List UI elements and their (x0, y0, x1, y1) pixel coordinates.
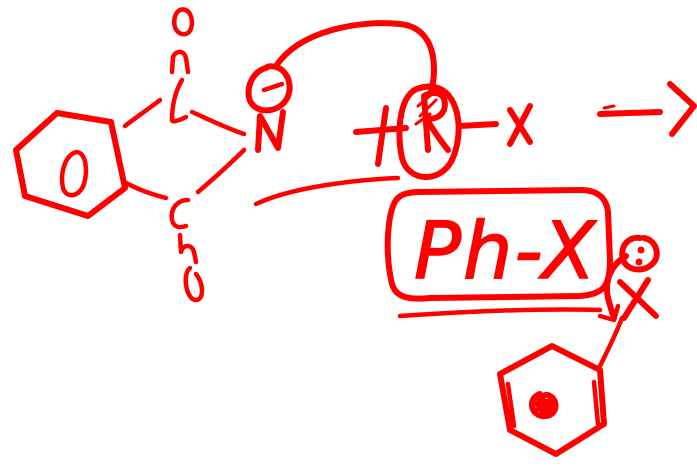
upper-oxygen (172, 7, 195, 37)
lower-oxygen (183, 265, 205, 303)
bond-x-ring (597, 315, 625, 369)
nucleophilic-attack-arrow (273, 20, 437, 97)
phenyl-halide-structure (497, 234, 660, 457)
lone-pair-dot-2 (635, 258, 643, 266)
halogen-x (507, 103, 533, 147)
r-group-circle (396, 83, 462, 180)
lone-pair-dot-1 (637, 246, 645, 254)
r-group-hatch (414, 92, 438, 126)
electron-push-arrow (604, 253, 629, 321)
bond-r-x (457, 121, 499, 129)
bond-upper-c-n (189, 109, 247, 137)
lone-pair-circle (619, 234, 660, 273)
benzene-ring-lower (497, 343, 607, 457)
benzene-ring-left (13, 110, 128, 219)
reaction-arrow-tail-mark (602, 104, 616, 110)
lower-carbonyl-mark (177, 232, 199, 265)
bond-lower-c-n (195, 147, 247, 195)
reaction-arrow (597, 81, 697, 137)
ph-x-label: Ph-X (414, 207, 597, 297)
ph-x-box-group: Ph-X (384, 187, 613, 319)
halogen-x-lower (617, 277, 659, 321)
bond-ring-lower (121, 179, 169, 201)
r-group-letter (421, 89, 451, 153)
upper-carbonyl-mark (169, 49, 191, 75)
aromatic-scribble-lower-fill (533, 395, 555, 415)
reaction-arrow-head (667, 81, 697, 137)
phthalimide-structure (13, 7, 247, 303)
nitrogen-letter (255, 109, 286, 153)
minus-sign (261, 81, 285, 93)
nitrogen-anion (245, 63, 293, 153)
ph-x-box (384, 187, 613, 302)
lower-carbon (169, 197, 191, 230)
negative-charge-circle (245, 63, 293, 114)
alkyl-halide (353, 83, 533, 180)
plus-sign-vertical (375, 105, 389, 167)
underline-stroke (253, 175, 401, 207)
electron-push-arrow-head (597, 303, 621, 323)
benzene-ring-lower-inner (505, 379, 601, 429)
aromatic-circle-left (59, 149, 89, 198)
reaction-arrow-shaft (597, 109, 663, 117)
upper-carbon (169, 77, 189, 124)
bond-ring-upper (122, 97, 163, 129)
ph-x-underline (397, 307, 603, 319)
